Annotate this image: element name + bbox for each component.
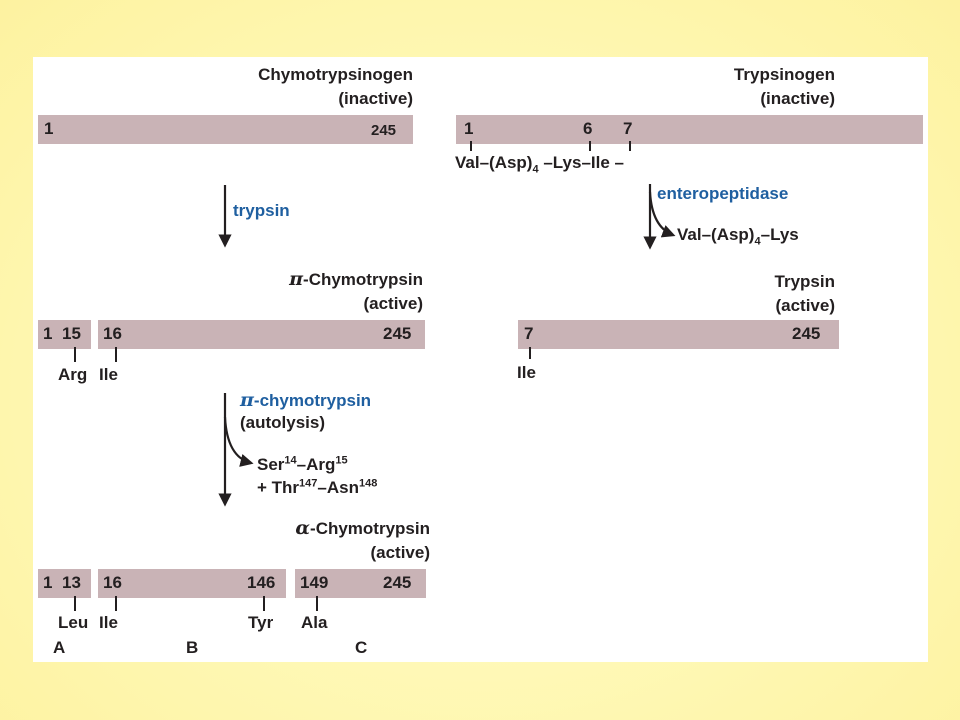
arrow-autolysis-release	[223, 416, 254, 467]
alpha-tick-leu	[74, 596, 76, 611]
pi-label-245: 245	[383, 324, 412, 343]
chymotrypsinogen-bar	[38, 115, 413, 144]
pi-symbol: π	[289, 268, 304, 290]
alpha-chain-b	[98, 569, 286, 598]
pi-tick-ile	[115, 347, 117, 362]
chymotrypsinogen-title: Chymotrypsinogen	[258, 65, 413, 84]
asn-label: Asn	[326, 478, 359, 497]
arg-position: 15	[335, 454, 348, 467]
trypsinogen-label-1: 1	[464, 119, 474, 138]
trypsinogen-state: (inactive)	[760, 89, 835, 108]
trypsin-state: (active)	[775, 296, 835, 315]
alpha-residue-leu: Leu	[58, 613, 89, 632]
trypsinogen-bar	[456, 115, 923, 144]
trypsinogen-title: Trypsinogen	[733, 65, 835, 84]
chymotrypsinogen-state: (inactive)	[338, 89, 413, 108]
alpha-residue-tyr: Tyr	[248, 613, 274, 632]
alpha-label-16: 16	[103, 573, 122, 592]
enteropeptidase-enzyme-label: enteropeptidase	[657, 184, 789, 203]
trypsin-title: Trypsin	[774, 272, 835, 291]
alpha-label-146: 146	[247, 573, 276, 592]
pi-residue-ile: Ile	[99, 365, 118, 384]
alpha-residue-ile: Ile	[99, 613, 118, 632]
arg-label: Arg	[306, 455, 336, 474]
chain-a-label: A	[53, 638, 66, 657]
figure-panel: Chymotrypsinogen (inactive) 1 245 trypsi…	[33, 57, 928, 662]
autolysis-note: (autolysis)	[240, 413, 326, 432]
pi-chymotrypsin-enzyme-label: π-chymotrypsin	[240, 390, 371, 411]
alpha-label-13: 13	[62, 573, 81, 592]
alpha-chain-a	[38, 569, 91, 598]
propeptide-val-asp: Val–(Asp)	[455, 153, 533, 172]
chymotrypsinogen-end: 245	[371, 122, 397, 139]
arrow-propeptide-release	[648, 191, 676, 238]
pi-label-1: 1	[43, 324, 53, 343]
trypsinogen-tick-ile	[629, 141, 631, 151]
chain-c-label: C	[355, 638, 368, 657]
pi-residue-arg: Arg	[58, 365, 88, 384]
alpha-chymotrypsin-state: (active)	[370, 543, 430, 562]
trypsin-label-245: 245	[792, 324, 821, 343]
propeptide-lys-ile: –Lys–Ile –	[538, 153, 624, 172]
alpha-label-245: 245	[383, 573, 412, 592]
trypsinogen-label-6: 6	[583, 119, 593, 138]
asn-position: 148	[359, 477, 378, 490]
released-val-asp: Val–(Asp)	[677, 225, 755, 244]
ser-position: 14	[284, 454, 297, 467]
trypsinogen-propeptide-seq: Val–(Asp)4 –Lys–Ile –	[455, 153, 624, 176]
released-asp-count: 4	[754, 235, 761, 248]
pi-chain-1-15	[38, 320, 91, 349]
alpha-tick-ala	[316, 596, 318, 611]
alpha-symbol: α	[295, 517, 311, 539]
alpha-label-149: 149	[300, 573, 329, 592]
pi-label-15: 15	[62, 324, 81, 343]
alpha-chymotrypsin-title: α-Chymotrypsin	[295, 518, 430, 539]
alpha-tick-tyr	[263, 596, 265, 611]
chain-b-label: B	[186, 638, 199, 657]
reaction-arrows	[218, 184, 676, 507]
trypsin-enzyme-label: trypsin	[233, 201, 290, 220]
dash: –	[296, 455, 307, 474]
released-dipeptide-2: + Thr147–Asn148	[257, 478, 377, 498]
pi-chain-16-245	[98, 320, 425, 349]
pi-label-16: 16	[103, 324, 122, 343]
asp-count: 4	[532, 163, 539, 176]
pi-chymotrypsin-name: -Chymotrypsin	[303, 270, 423, 289]
dash: –	[317, 478, 327, 497]
trypsinogen-label-7: 7	[623, 119, 633, 138]
pi-chymotrypsin-title: π-Chymotrypsin	[289, 269, 423, 290]
trypsin-bar	[518, 320, 839, 349]
alpha-chain-c	[295, 569, 426, 598]
released-lys: –Lys	[760, 225, 799, 244]
trypsinogen-tick-lys	[589, 141, 591, 151]
released-dipeptide-1: Ser14–Arg15	[257, 455, 348, 475]
alpha-chymotrypsin-name: -Chymotrypsin	[310, 519, 430, 538]
pi-chymotrypsin-state: (active)	[363, 294, 423, 313]
trypsin-label-7: 7	[524, 324, 534, 343]
thr-label: + Thr	[257, 478, 300, 497]
trypsinogen-tick-val	[470, 141, 472, 151]
released-propeptide: Val–(Asp)4–Lys	[677, 225, 799, 248]
alpha-residue-ala: Ala	[301, 613, 328, 632]
pi-chymotrypsin-enzyme-name: -chymotrypsin	[253, 391, 372, 410]
trypsin-tick-ile	[529, 347, 531, 359]
chymotrypsinogen-start: 1	[44, 119, 54, 138]
alpha-label-1: 1	[43, 573, 53, 592]
pi-tick-arg	[74, 347, 76, 362]
trypsin-residue-ile: Ile	[517, 363, 536, 382]
thr-position: 147	[299, 477, 318, 490]
ser-label: Ser	[257, 455, 285, 474]
alpha-tick-ile	[115, 596, 117, 611]
pi-symbol-enzyme: π	[240, 389, 254, 411]
